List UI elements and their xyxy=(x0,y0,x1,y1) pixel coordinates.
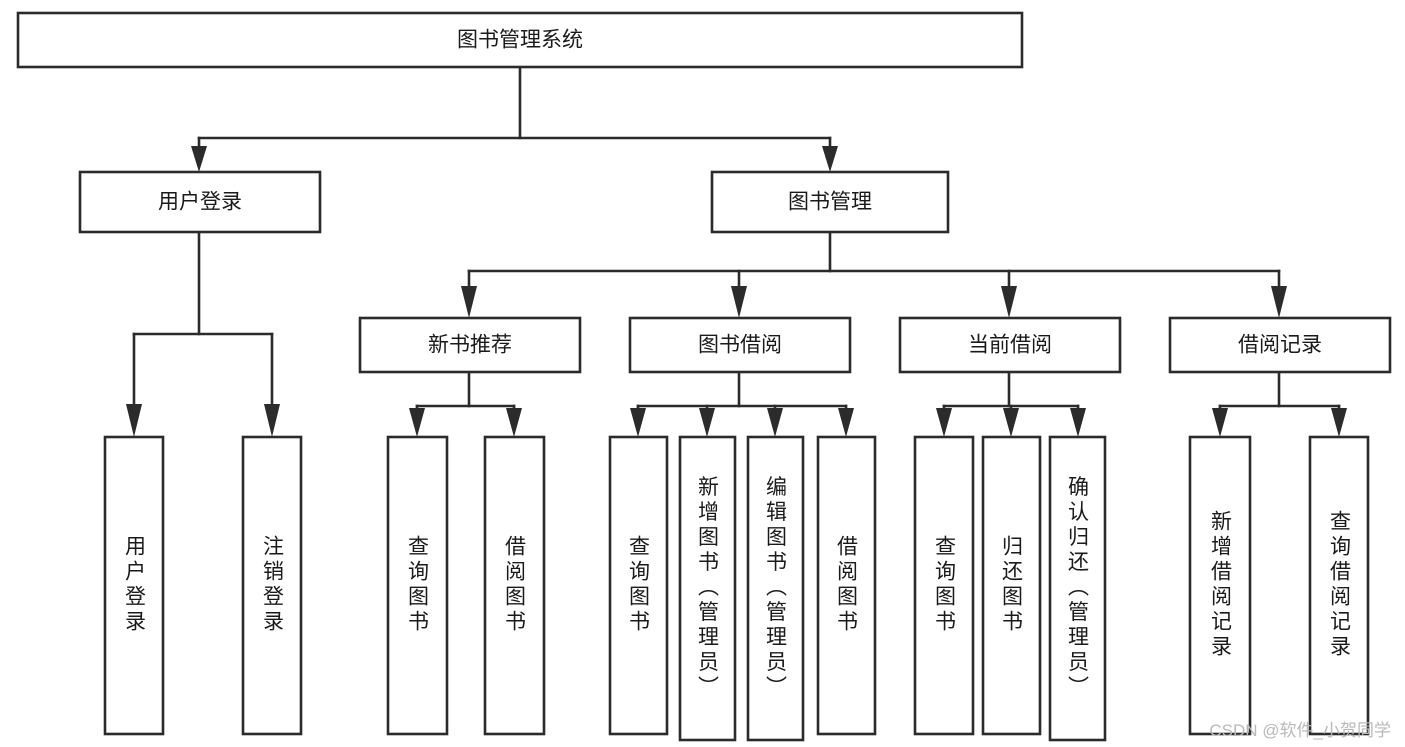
arrow-head-leaf-edit-book xyxy=(767,408,783,437)
node-leaf-query-book-a[interactable]: 查询图书 xyxy=(386,435,449,736)
node-leaf-confirm-return[interactable]: 确认归还（管理员） xyxy=(1048,435,1107,742)
node-root-box[interactable] xyxy=(16,11,1024,69)
node-leaf-query-book-a-label: 查询图书 xyxy=(406,535,430,635)
node-leaf-borrow-book-a[interactable]: 借阅图书 xyxy=(483,435,546,736)
node-book-manage-box[interactable] xyxy=(710,170,950,234)
node-user-login[interactable]: 用户登录 xyxy=(78,170,322,234)
node-leaf-query-book-c-box[interactable] xyxy=(913,435,975,736)
node-root[interactable]: 图书管理系统 xyxy=(16,11,1024,69)
node-leaf-return-book-label: 归还图书 xyxy=(1000,535,1024,635)
node-leaf-add-book-box[interactable] xyxy=(678,435,737,742)
node-leaf-logout-label: 注销登录 xyxy=(261,535,285,635)
arrow-head-user-login xyxy=(191,146,207,172)
node-leaf-borrow-book-a-label: 借阅图书 xyxy=(503,535,527,635)
node-root-label: 图书管理系统 xyxy=(457,29,583,52)
node-book-manage[interactable]: 图书管理 xyxy=(710,170,950,234)
node-borrow-record-box[interactable] xyxy=(1168,316,1392,374)
node-book-borrow-label: 图书借阅 xyxy=(698,334,782,357)
node-leaf-add-record[interactable]: 新增借阅记录 xyxy=(1188,435,1252,736)
node-leaf-query-record-label: 查询借阅记录 xyxy=(1328,510,1352,660)
node-leaf-user-login[interactable]: 用户登录 xyxy=(103,435,165,736)
node-leaf-return-book[interactable]: 归还图书 xyxy=(981,435,1042,736)
arrow-head-book-borrow xyxy=(731,286,747,318)
node-leaf-query-book-c-label: 查询图书 xyxy=(933,535,957,635)
node-new-book-rec-box[interactable] xyxy=(358,316,582,374)
arrow-head-leaf-query-book-b xyxy=(630,408,646,437)
node-leaf-query-book-b-label: 查询图书 xyxy=(627,535,651,635)
connector-group-book-borrow xyxy=(630,370,854,437)
node-leaf-borrow-book-b-label: 借阅图书 xyxy=(835,535,859,635)
connector-group-root xyxy=(191,65,838,172)
node-new-book-rec-label: 新书推荐 xyxy=(428,334,512,357)
connector-group-borrow-record xyxy=(1212,370,1347,437)
arrow-head-current-borrow xyxy=(1001,286,1017,318)
arrow-head-book-manage xyxy=(822,146,838,172)
node-leaf-borrow-book-a-box[interactable] xyxy=(483,435,546,736)
arrow-head-leaf-query-book-a xyxy=(409,408,425,437)
node-leaf-borrow-book-b-box[interactable] xyxy=(816,435,877,736)
node-leaf-add-book-label: 新增图书（管理员） xyxy=(696,476,720,701)
node-current-borrow[interactable]: 当前借阅 xyxy=(898,316,1122,374)
node-leaf-edit-book[interactable]: 编辑图书（管理员） xyxy=(746,435,805,742)
node-new-book-rec[interactable]: 新书推荐 xyxy=(358,316,582,374)
node-leaf-logout[interactable]: 注销登录 xyxy=(241,435,303,736)
connector-group-user-login xyxy=(126,230,280,437)
arrow-head-leaf-return-book xyxy=(1003,408,1019,437)
node-leaf-query-book-c[interactable]: 查询图书 xyxy=(913,435,975,736)
node-book-borrow[interactable]: 图书借阅 xyxy=(628,316,852,374)
node-leaf-borrow-book-b[interactable]: 借阅图书 xyxy=(816,435,877,736)
node-current-borrow-box[interactable] xyxy=(898,316,1122,374)
node-user-login-box[interactable] xyxy=(78,170,322,234)
arrow-head-leaf-borrow-book-a xyxy=(506,408,522,437)
node-leaf-add-book[interactable]: 新增图书（管理员） xyxy=(678,435,737,742)
arrow-head-new-book-rec xyxy=(461,286,477,318)
node-borrow-record[interactable]: 借阅记录 xyxy=(1168,316,1392,374)
node-leaf-user-login-label: 用户登录 xyxy=(123,535,147,635)
node-leaf-add-record-label: 新增借阅记录 xyxy=(1209,510,1233,660)
node-leaf-add-record-box[interactable] xyxy=(1188,435,1252,736)
node-leaf-user-login-box[interactable] xyxy=(103,435,165,736)
arrow-head-leaf-add-record xyxy=(1212,408,1228,437)
node-leaf-edit-book-label: 编辑图书（管理员） xyxy=(764,476,788,701)
connector-group-new-book-rec xyxy=(409,370,522,437)
node-leaf-confirm-return-box[interactable] xyxy=(1048,435,1107,742)
arrow-head-leaf-user-login xyxy=(126,404,142,437)
arrow-head-leaf-query-record xyxy=(1331,408,1347,437)
node-leaf-logout-box[interactable] xyxy=(241,435,303,736)
node-leaf-query-record-box[interactable] xyxy=(1308,435,1370,736)
node-borrow-record-label: 借阅记录 xyxy=(1238,334,1322,357)
arrow-head-borrow-record xyxy=(1271,286,1287,318)
node-leaf-query-record[interactable]: 查询借阅记录 xyxy=(1308,435,1370,736)
arrow-head-leaf-borrow-book-b xyxy=(838,408,854,437)
node-book-manage-label: 图书管理 xyxy=(788,191,872,214)
arrow-head-leaf-add-book xyxy=(699,408,715,437)
node-current-borrow-label: 当前借阅 xyxy=(968,334,1052,357)
node-leaf-return-book-box[interactable] xyxy=(981,435,1042,736)
csdn-watermark: CSDN @软件_小贺同学 xyxy=(1209,721,1391,740)
node-leaf-query-book-b[interactable]: 查询图书 xyxy=(608,435,669,736)
arrow-head-leaf-query-book-c xyxy=(936,408,952,437)
node-user-login-label: 用户登录 xyxy=(158,191,242,214)
node-leaf-edit-book-box[interactable] xyxy=(746,435,805,742)
node-leaf-confirm-return-label: 确认归还（管理员） xyxy=(1066,476,1090,701)
node-book-borrow-box[interactable] xyxy=(628,316,852,374)
arrow-head-leaf-confirm-return xyxy=(1070,408,1086,437)
connector-group-book-manage xyxy=(461,230,1287,318)
node-leaf-query-book-a-box[interactable] xyxy=(386,435,449,736)
node-leaf-query-book-b-box[interactable] xyxy=(608,435,669,736)
connector-group-current-borrow xyxy=(936,370,1086,437)
arrow-head-leaf-logout xyxy=(264,404,280,437)
